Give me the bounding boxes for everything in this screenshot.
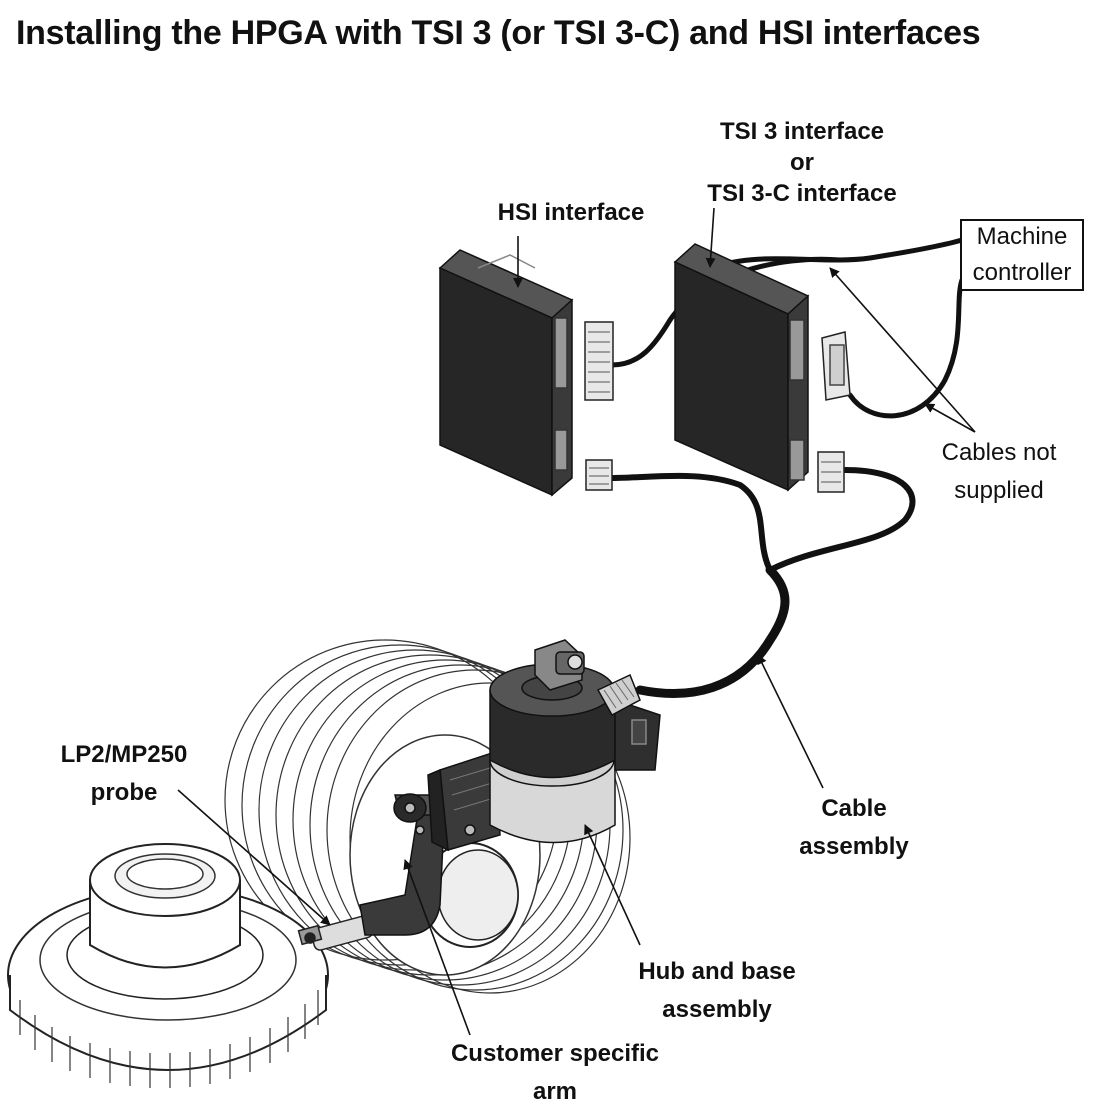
leader-cable-2: [924, 403, 976, 433]
page-title: Installing the HPGA with TSI 3 (or TSI 3…: [16, 14, 981, 52]
label-probe: LP2/MP250 probe: [60, 741, 188, 806]
leader-lines: [177, 207, 976, 1036]
label-hsi-interface: HSI interface: [497, 199, 645, 226]
leader-tsi: [705, 207, 716, 268]
gear: [7, 843, 329, 1088]
label-tsi-interface: TSI 3 interface or TSI 3-C interface: [707, 118, 897, 207]
tsi-interface-unit: [673, 243, 851, 493]
leader-arm: [403, 859, 471, 1036]
leader-hub: [584, 824, 641, 946]
machine-controller-box: [960, 219, 1084, 291]
hsi-interface-unit: [438, 249, 614, 497]
probe: [297, 915, 374, 951]
label-cable-assembly: Cable assembly: [799, 795, 909, 860]
leader-cable-1: [829, 267, 976, 433]
gear-assembly: [7, 639, 631, 1088]
label-hub-base-assembly: Hub and base assembly: [638, 958, 796, 1023]
label-customer-arm: Customer specific arm: [450, 1040, 660, 1105]
leader-probe: [177, 789, 331, 926]
label-machine-controller: Machine controller: [972, 223, 1072, 286]
leader-cable-assembly: [757, 654, 824, 789]
label-cables-not-supplied: Cables not supplied: [941, 439, 1057, 504]
hub-base-assembly: [427, 639, 661, 852]
